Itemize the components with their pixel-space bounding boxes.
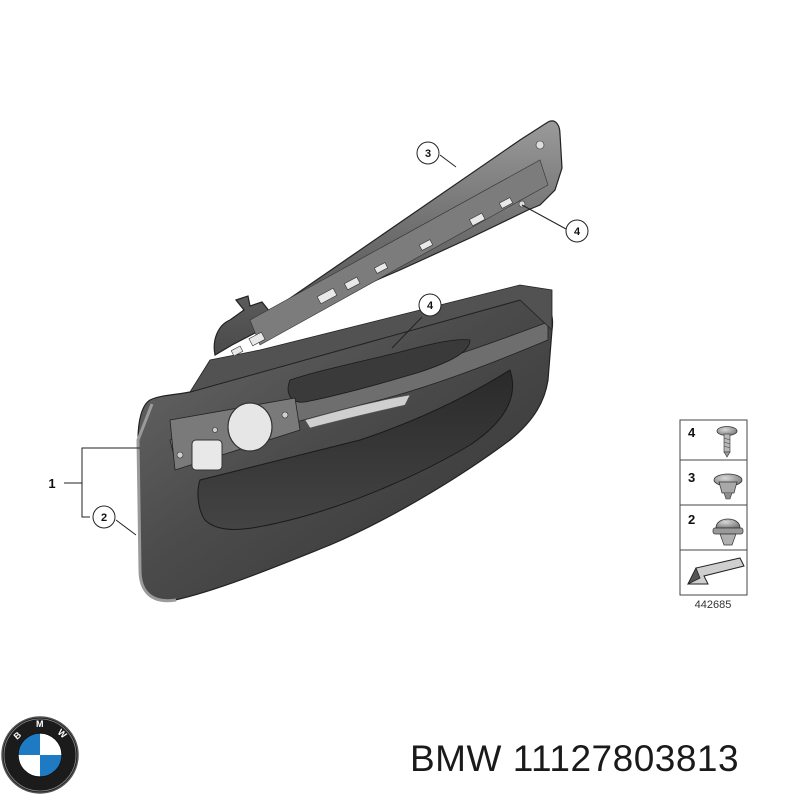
svg-text:B: B <box>12 729 24 741</box>
legend-row-2-num: 2 <box>688 512 695 527</box>
callout-label-4-center: 4 <box>418 293 442 317</box>
part-caption: BMW 11127803813 <box>410 738 795 788</box>
upper-trim-strip <box>213 120 563 357</box>
callout-label-2: 2 <box>92 505 116 529</box>
door-trim-panel <box>136 284 554 603</box>
direction-arrow-icon <box>687 557 745 585</box>
part-number: 11127803813 <box>512 738 740 779</box>
brand-name: BMW <box>410 738 502 779</box>
svg-text:M: M <box>36 719 44 729</box>
screw-icon <box>716 426 738 458</box>
reference-number: 442685 <box>695 599 732 611</box>
callout-3-text: 3 <box>425 148 431 160</box>
fastener-legend: 4 3 2 442685 <box>679 419 748 611</box>
callout-label-1: 1 <box>48 476 55 491</box>
callout-label-4-right: 4 <box>565 219 589 243</box>
callout-2-text: 2 <box>101 512 107 524</box>
push-clip-icon <box>712 518 744 546</box>
bmw-logo: B M W <box>1 716 79 794</box>
callout-1-text: 1 <box>48 476 55 491</box>
callout-label-3: 3 <box>416 141 440 165</box>
leader-lines <box>64 154 567 536</box>
callout-4a-text: 4 <box>574 226 581 238</box>
legend-row-3-num: 3 <box>688 470 695 485</box>
callout-4b-text: 4 <box>427 300 434 312</box>
legend-row-4-num: 4 <box>688 425 696 440</box>
clip-nut-icon <box>713 473 743 500</box>
